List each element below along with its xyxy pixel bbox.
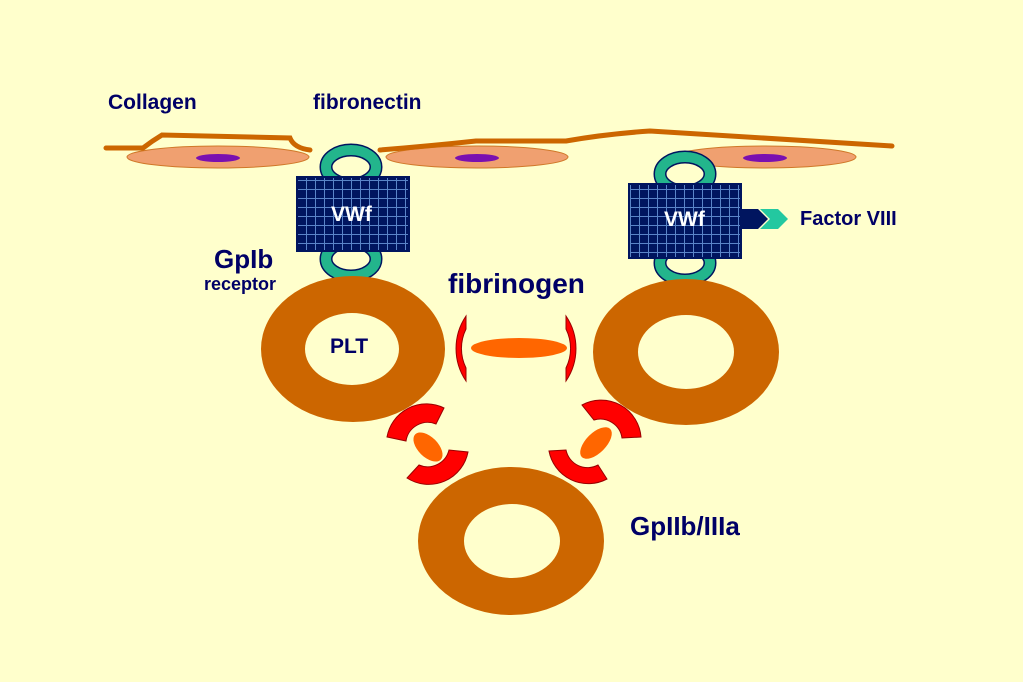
collagen-fiber: [103, 128, 895, 153]
gpiib-iiia-clamp-left-upper: [386, 403, 445, 442]
gpiib-iiia-clamp-right-upper: [581, 399, 642, 439]
factor-viii-label: Factor VIII: [800, 208, 897, 230]
vwf-label-left: VWf: [331, 203, 372, 226]
platelet-bottom: [418, 467, 604, 615]
endothelial-cell-middle: [385, 145, 569, 169]
vwf-label-right: VWf: [664, 208, 705, 231]
fibrinogen-molecule-left: [413, 432, 443, 462]
receptor-label: receptor: [204, 274, 277, 294]
vwf-block-right: [628, 183, 742, 259]
fibrinogen-molecule-top: [471, 338, 567, 358]
gpiib-iiia-clamp-left-lower: [406, 449, 469, 485]
platelet-left: [261, 276, 445, 422]
endothelial-cell-left: [126, 145, 310, 169]
fibronectin-label: fibronectin: [313, 91, 422, 114]
nucleus-middle: [455, 154, 499, 162]
collagen-label: Collagen: [108, 91, 197, 114]
nucleus-left: [196, 154, 240, 162]
platelet-right: [593, 278, 780, 426]
gpiib-iiia-clamp-right-lower: [548, 449, 608, 485]
factor-viii-arrow: [741, 209, 788, 229]
plt-label: PLT: [330, 335, 369, 358]
nucleus-right: [743, 154, 787, 162]
gpiib-iiia-clamp-top-right: [565, 314, 577, 383]
gpib-label: GpIb: [214, 244, 274, 274]
gpiib-iiia-clamp-top-left: [455, 314, 467, 383]
gpiib-iiia-label: GpIIb/IIIa: [630, 511, 740, 541]
fibrinogen-label: fibrinogen: [448, 268, 585, 299]
fibrinogen-molecule-right: [580, 427, 612, 459]
vwf-block-left: [296, 176, 410, 252]
